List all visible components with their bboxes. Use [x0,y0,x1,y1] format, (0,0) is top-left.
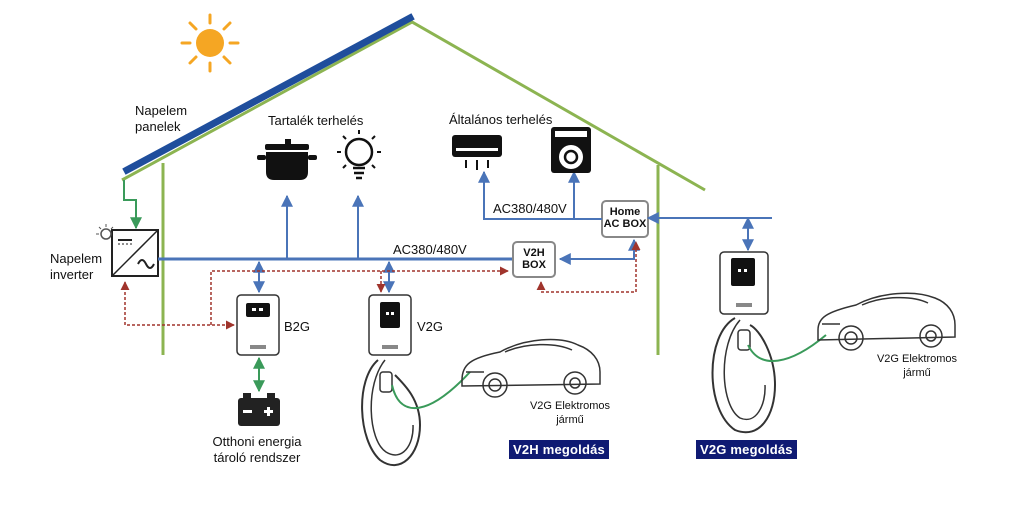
v2g-charger-outside-icon [711,251,777,434]
electric-car-left-icon [461,338,601,398]
v2h-box-label: V2H BOX [522,247,546,271]
battery-icon [238,393,280,426]
signal-lines [120,241,641,330]
ev-left-label: V2G Elektromos jármű [529,400,611,426]
air-conditioner-icon [452,135,502,170]
inverter-icon [96,224,159,277]
v2g-solution-badge: V2G megoldás [696,440,797,459]
general-load-label: Általános terhelés [449,112,553,127]
solar-panels-label: Napelem panelek [135,103,188,134]
washing-machine-icon [551,127,591,173]
light-bulb-icon [337,130,381,180]
ev-right-label: V2G Elektromos jármű [876,353,958,379]
b2g-label: B2G [284,319,311,334]
storage-label: Otthoni energia tároló rendszer [212,434,302,465]
sun-icon [180,13,240,73]
cooking-pot-icon [257,139,317,180]
v2g-label: V2G [417,319,444,334]
home-ac-box-label: Home AC BOX [603,206,647,230]
electric-car-right-icon [817,292,956,351]
v2g-charger-icon [361,294,422,466]
ac-voltage-bus-label: AC380/480V [393,242,467,257]
b2g-unit-icon [236,294,280,356]
v2h-solution-badge: V2H megoldás [509,440,609,459]
backup-load-label: Tartalék terhelés [268,113,364,128]
panel-to-inverter-line [123,180,142,230]
inverter-label: Napelem inverter [50,251,103,282]
ac-voltage-top-label: AC380/480V [493,201,567,216]
solar-panel-icon [122,13,415,175]
